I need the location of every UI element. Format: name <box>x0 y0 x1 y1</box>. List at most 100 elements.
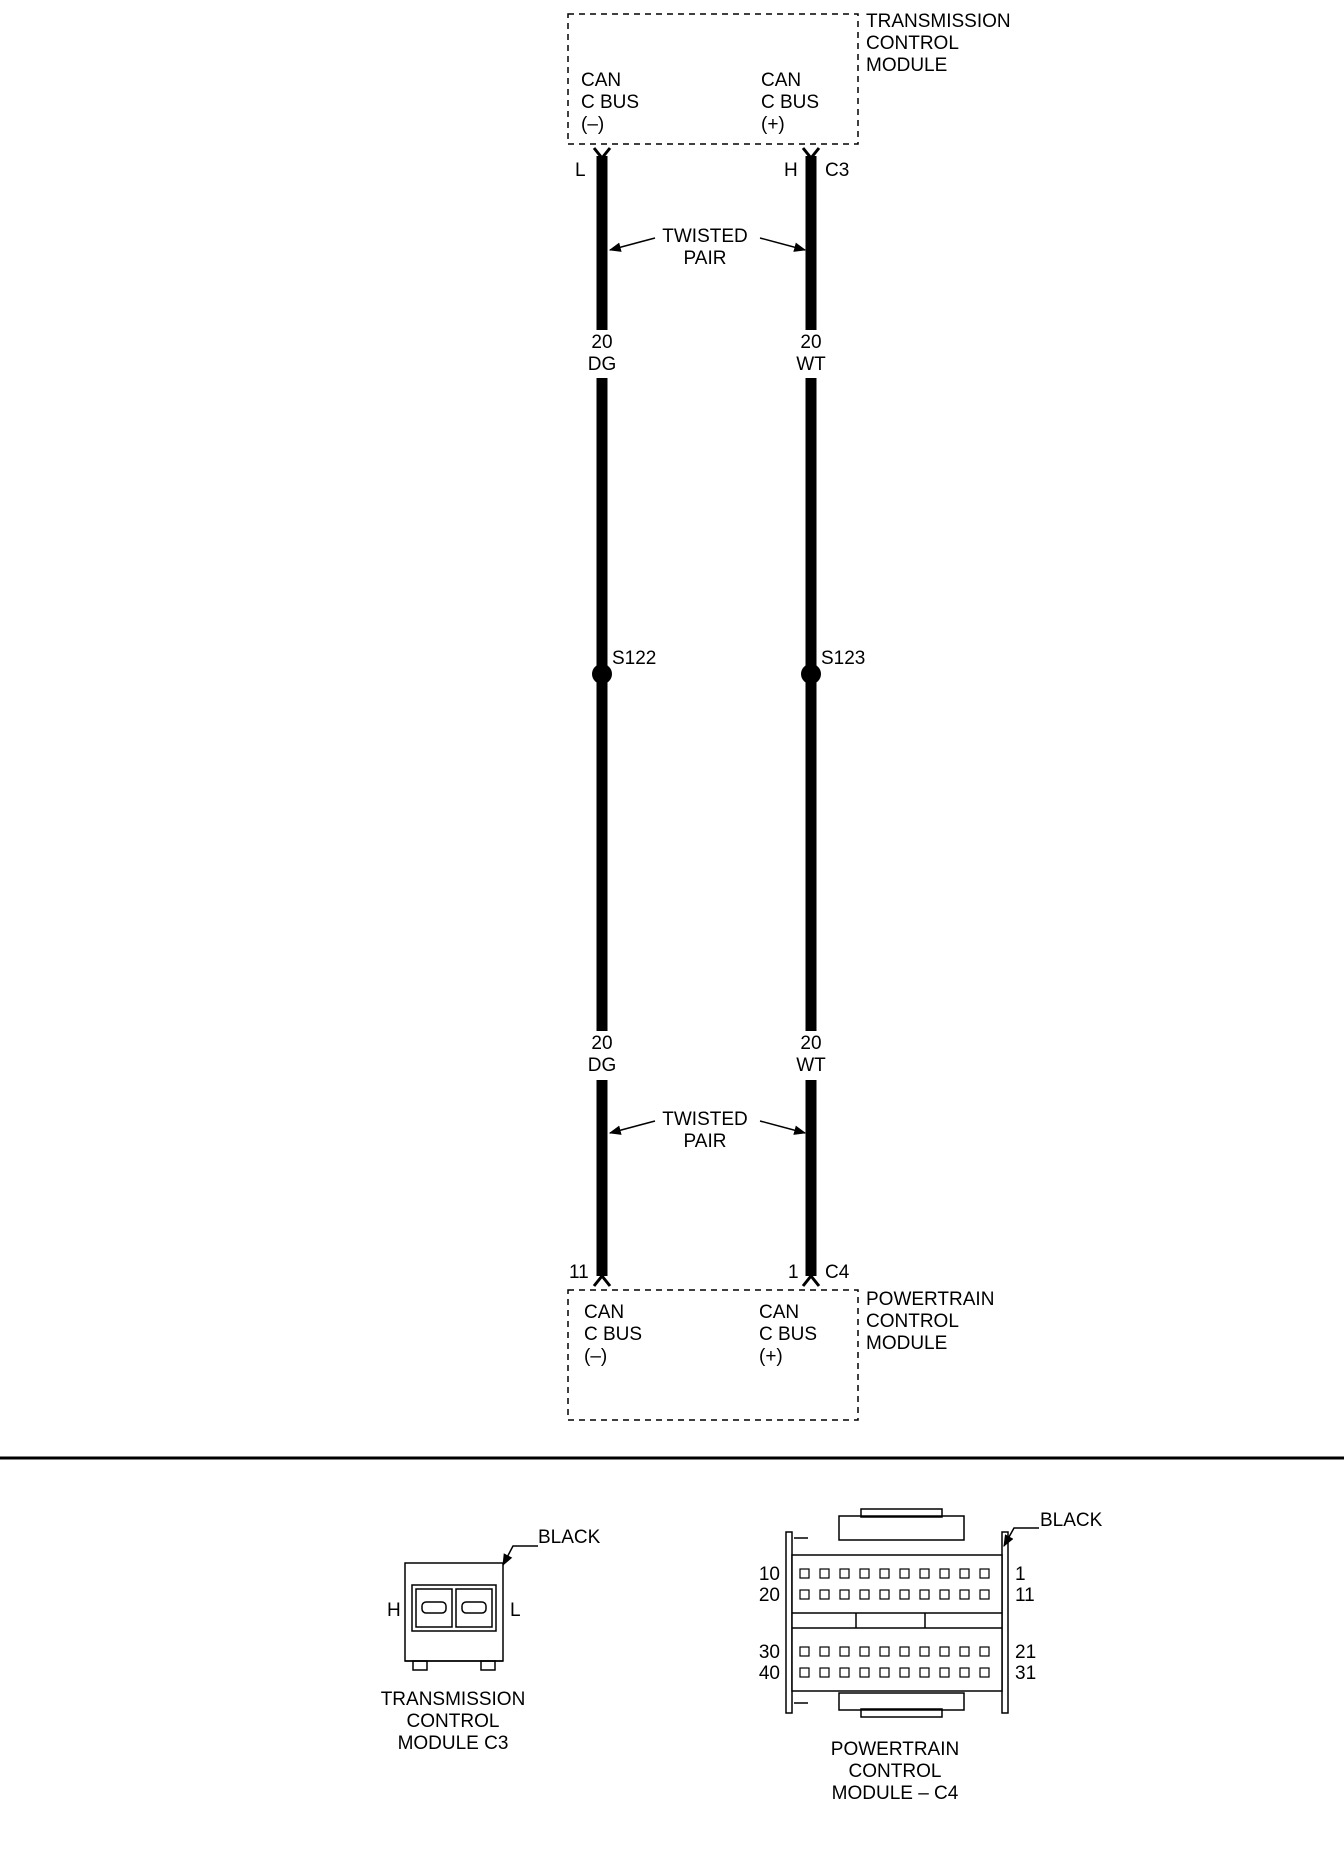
pcm-minus-label-3: (–) <box>584 1346 607 1367</box>
tcm-title-line-1: TRANSMISSION <box>866 11 1011 32</box>
wire-left-color-bottom: DG <box>588 1055 617 1076</box>
pcm-c4-cavity <box>919 1568 930 1579</box>
pcm-c4-cavity <box>919 1667 930 1678</box>
pcm-c4-caption-1: POWERTRAIN <box>831 1739 959 1760</box>
pcm-c4-cavity <box>839 1646 850 1657</box>
splice-s123-label: S123 <box>821 648 865 669</box>
twisted-pair-top: TWISTED PAIR <box>608 226 807 269</box>
tcm-module-box <box>567 13 859 145</box>
pcm-c4-cavity <box>939 1568 950 1579</box>
pcm-c4-cavity <box>919 1646 930 1657</box>
pcm-c4-cavity <box>939 1589 950 1600</box>
pcm-c4-color-label: BLACK <box>1040 1510 1103 1531</box>
pcm-c4-row-label-right-3: 21 <box>1015 1642 1036 1663</box>
tcm-module: TRANSMISSION CONTROL MODULE CAN C BUS (–… <box>567 11 1011 181</box>
pcm-c4-caption-2: CONTROL <box>849 1761 942 1782</box>
tcm-title-line-3: MODULE <box>866 55 947 76</box>
pcm-title-line-1: POWERTRAIN <box>866 1289 994 1310</box>
tcm-plus-label-1: CAN <box>761 70 801 91</box>
pcm-c4-cavity <box>979 1568 990 1579</box>
pcm-c4-cavity <box>899 1667 910 1678</box>
pcm-c4-cavity <box>959 1646 970 1657</box>
pcm-pin-1-terminal <box>801 1273 821 1287</box>
pcm-c4-cavity <box>939 1667 950 1678</box>
pcm-c4-cavity <box>959 1667 970 1678</box>
pcm-c4-cavity <box>859 1646 870 1657</box>
tcm-pin-plus: H <box>784 160 798 181</box>
twisted-pair-bottom-line-1: TWISTED <box>662 1109 748 1130</box>
pcm-c4-cavity <box>979 1667 990 1678</box>
pcm-c4-cavities <box>799 1568 990 1678</box>
pcm-c4-caption-3: MODULE – C4 <box>832 1783 959 1804</box>
pcm-minus-label-2: C BUS <box>584 1324 642 1345</box>
wire-left-gauge-bottom: 20 <box>591 1033 612 1054</box>
tcm-c3-color-label: BLACK <box>538 1527 601 1548</box>
splice-s122-label: S122 <box>612 648 656 669</box>
twisted-pair-top-line-1: TWISTED <box>662 226 748 247</box>
wire-right-gauge-bottom: 20 <box>800 1033 821 1054</box>
tcm-c3-caption-1: TRANSMISSION <box>381 1689 526 1710</box>
pcm-plus-label-3: (+) <box>759 1346 783 1367</box>
pcm-minus-label-1: CAN <box>584 1302 624 1323</box>
wire-right: 20 WT S123 20 WT <box>796 156 865 1276</box>
pcm-c4-cavity <box>799 1568 810 1579</box>
pcm-c4-row-label-left-1: 10 <box>759 1564 780 1585</box>
tcm-c3-housing <box>404 1562 504 1662</box>
twisted-pair-bottom-line-2: PAIR <box>684 1131 727 1152</box>
pcm-title-line-3: MODULE <box>866 1333 947 1354</box>
wire-right-gauge-top: 20 <box>800 332 821 353</box>
wire-right-color-bottom: WT <box>796 1055 826 1076</box>
pcm-connector-id: C4 <box>825 1262 850 1283</box>
pcm-c4-row-label-left-4: 40 <box>759 1663 780 1684</box>
tcm-pin-minus: L <box>575 160 586 181</box>
pcm-c4-row-label-right-1: 1 <box>1015 1564 1026 1585</box>
pcm-c4-cavity <box>839 1568 850 1579</box>
twisted-pair-bottom: TWISTED PAIR <box>608 1109 807 1152</box>
pcm-c4-cavity <box>799 1667 810 1678</box>
tcm-c3-cavity-h <box>415 1588 453 1628</box>
pcm-c4-cavity <box>879 1568 890 1579</box>
tcm-title-line-2: CONTROL <box>866 33 959 54</box>
pcm-c4-cavity <box>819 1646 830 1657</box>
pcm-c4-cavity <box>859 1667 870 1678</box>
pcm-c4-cavity <box>839 1589 850 1600</box>
wire-left: 20 DG S122 20 DG <box>588 156 656 1276</box>
pcm-c4-cavity <box>819 1589 830 1600</box>
pcm-c4-cavity <box>879 1667 890 1678</box>
pcm-c4-cavity <box>959 1589 970 1600</box>
splice-s123 <box>801 664 821 684</box>
tcm-c3-caption-3: MODULE C3 <box>398 1733 509 1754</box>
pcm-c4-connector-view: 10 20 30 40 1 11 21 31 BLACK POWERTRAIN … <box>759 1508 1103 1804</box>
pcm-c4-cavity <box>979 1646 990 1657</box>
tcm-minus-label-2: C BUS <box>581 92 639 113</box>
wire-left-color-top: DG <box>588 354 617 375</box>
pcm-c4-cavity <box>859 1568 870 1579</box>
pcm-pin-plus: 1 <box>788 1262 799 1283</box>
tcm-plus-label-2: C BUS <box>761 92 819 113</box>
pcm-c4-cavity <box>859 1589 870 1600</box>
tcm-c3-pin-l: L <box>510 1600 521 1621</box>
pcm-c4-cavity <box>839 1667 850 1678</box>
tcm-c3-connector-view: H L BLACK TRANSMISSION CONTROL MODULE C3 <box>381 1527 601 1754</box>
pcm-c4-housing <box>791 1554 1003 1692</box>
pcm-c4-cavity <box>819 1568 830 1579</box>
tcm-plus-label-3: (+) <box>761 114 785 135</box>
pcm-pin-11-terminal <box>592 1273 612 1287</box>
pcm-c4-row-label-right-2: 11 <box>1015 1585 1035 1606</box>
pcm-module: 11 1 C4 POWERTRAIN CONTROL MODULE CAN C … <box>567 1262 994 1421</box>
pcm-c4-row-label-right-4: 31 <box>1015 1663 1036 1684</box>
pcm-c4-cavity <box>939 1646 950 1657</box>
pcm-pin-minus: 11 <box>569 1262 589 1283</box>
pcm-c4-cavity <box>899 1646 910 1657</box>
pcm-c4-row-label-left-2: 20 <box>759 1585 780 1606</box>
tcm-c3-cavity-l <box>455 1588 493 1628</box>
pcm-c4-cavity <box>899 1589 910 1600</box>
pcm-c4-cavity <box>879 1646 890 1657</box>
pcm-c4-cavity <box>979 1589 990 1600</box>
pcm-title-line-2: CONTROL <box>866 1311 959 1332</box>
pcm-c4-cavity <box>959 1568 970 1579</box>
pcm-module-box <box>567 1289 859 1421</box>
pcm-c4-cavity <box>899 1568 910 1579</box>
twisted-pair-top-line-2: PAIR <box>684 248 727 269</box>
